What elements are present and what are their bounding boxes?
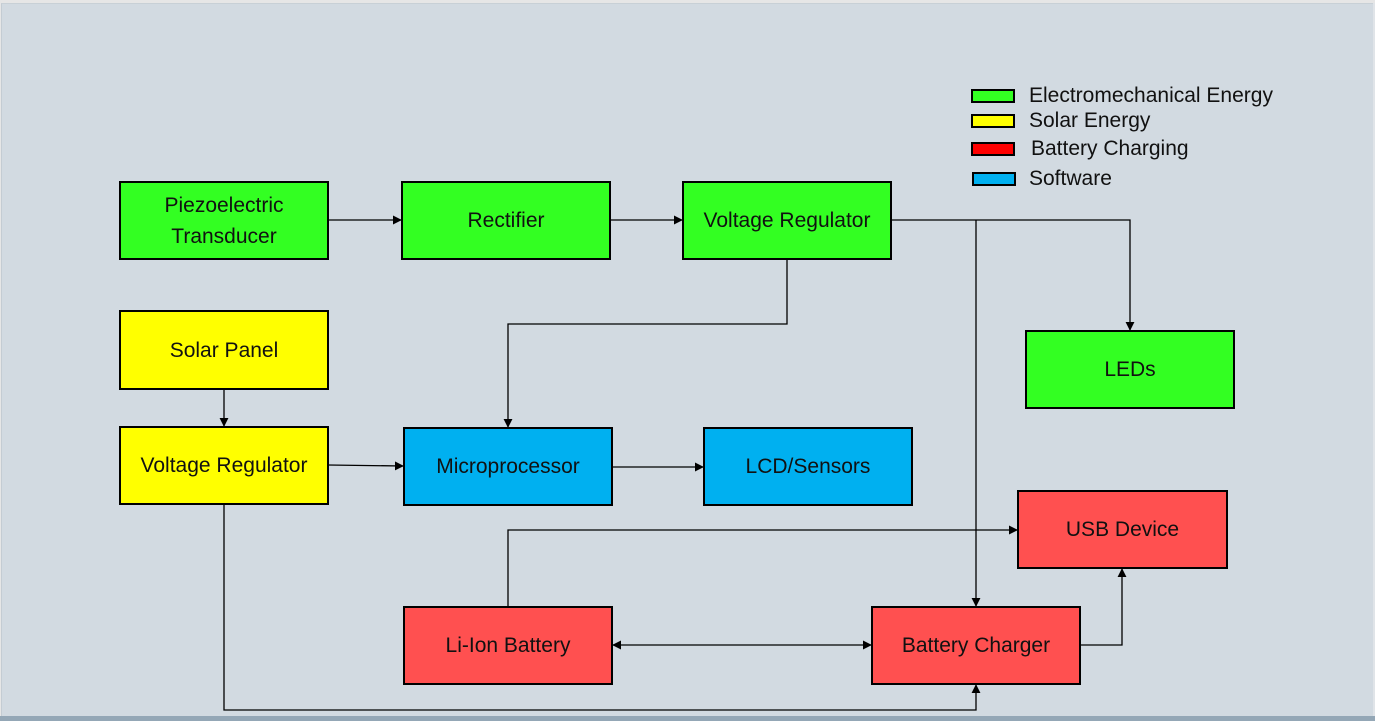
- block-solar-panel: Solar Panel: [119, 310, 329, 390]
- block-voltage-regulator-solar: Voltage Regulator: [119, 426, 329, 505]
- legend-item-software: Software: [972, 167, 1112, 191]
- legend-swatch-red: [971, 142, 1015, 156]
- block-leds: LEDs: [1025, 330, 1235, 409]
- block-microprocessor: Microprocessor: [403, 427, 613, 506]
- legend-item-electromechanical: Electromechanical Energy: [971, 84, 1273, 108]
- legend-swatch-green: [971, 89, 1015, 103]
- legend-label: Battery Charging: [1031, 137, 1189, 160]
- block-lcd-sensors: LCD/Sensors: [703, 427, 913, 506]
- block-usb-device: USB Device: [1017, 490, 1228, 569]
- block-li-ion-battery: Li-Ion Battery: [403, 606, 613, 685]
- bottom-bar: [0, 716, 1375, 721]
- block-battery-charger: Battery Charger: [871, 606, 1081, 685]
- legend-label: Software: [1029, 167, 1112, 190]
- legend-label: Solar Energy: [1029, 109, 1151, 132]
- legend-swatch-blue: [972, 172, 1016, 186]
- legend-item-battery-charging: Battery Charging: [971, 137, 1189, 161]
- legend-label: Electromechanical Energy: [1029, 84, 1273, 107]
- legend-item-solar: Solar Energy: [971, 109, 1150, 133]
- legend-swatch-yellow: [971, 114, 1015, 128]
- block-rectifier: Rectifier: [401, 181, 611, 260]
- slide-edge: [1373, 3, 1375, 716]
- block-piezoelectric-transducer: Piezoelectric Transducer: [119, 181, 329, 260]
- block-voltage-regulator-main: Voltage Regulator: [682, 181, 892, 260]
